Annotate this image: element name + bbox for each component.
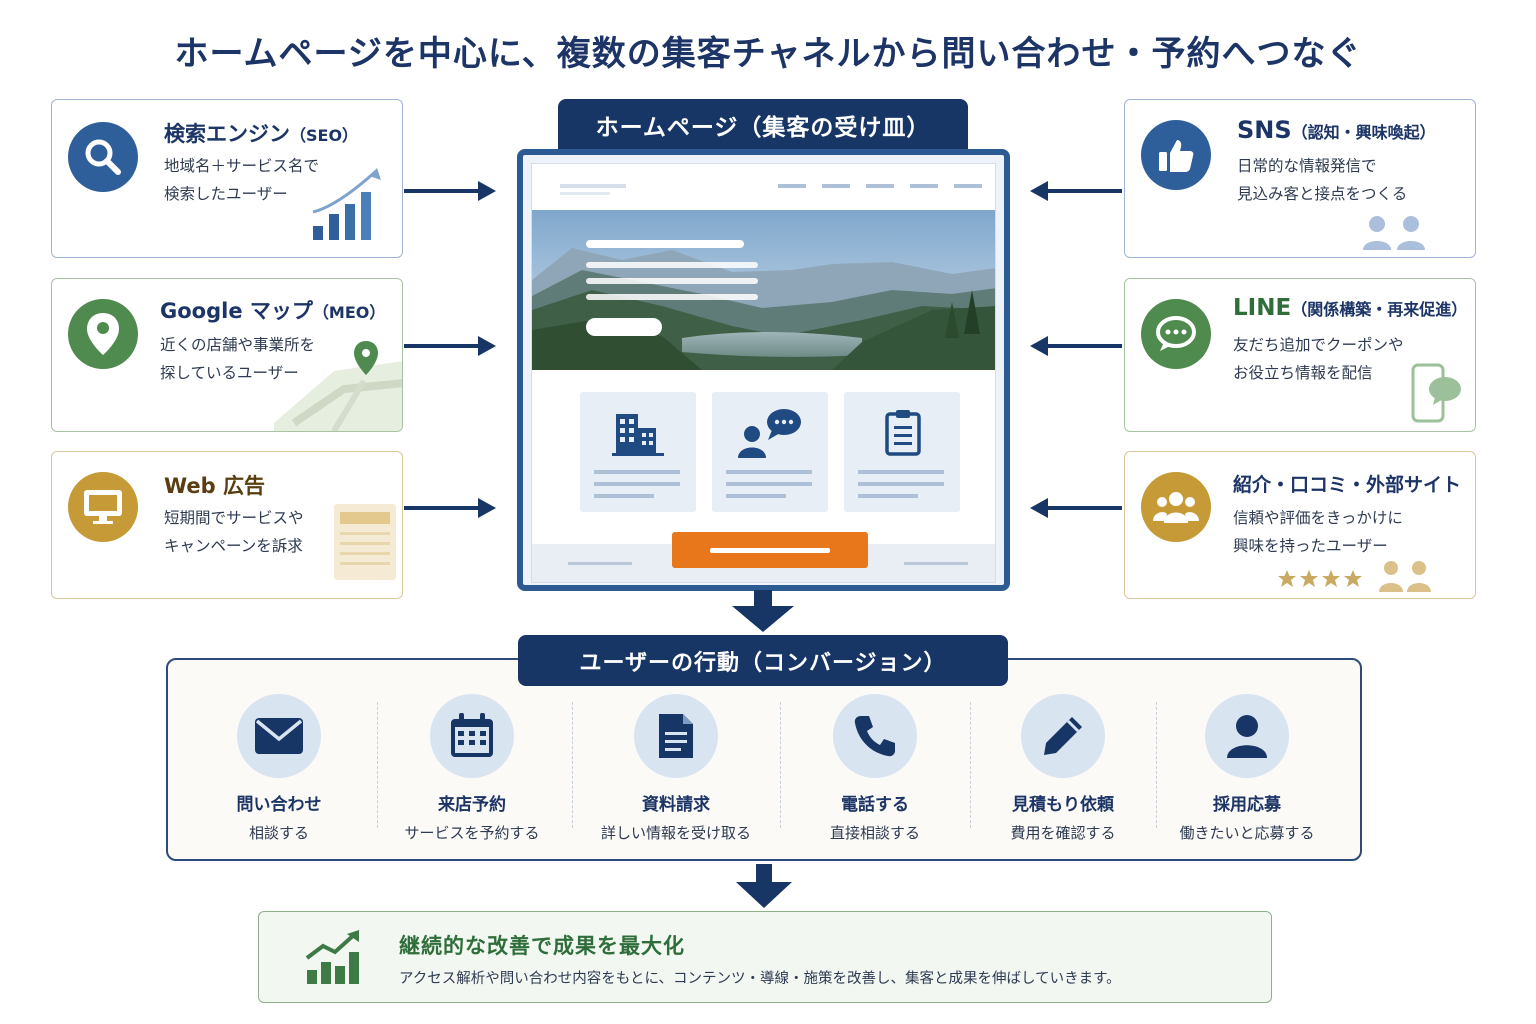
logo-placeholder <box>560 184 626 188</box>
channel-title: 紹介・口コミ・外部サイト <box>1233 474 1462 496</box>
arrow-right-icon <box>404 336 496 356</box>
channel-card-ads: Web 広告 短期間でサービスやキャンペーンを訴求 <box>51 451 403 599</box>
hero-text-placeholder <box>586 262 758 268</box>
channel-card-sns: SNS（認知・興味喚起） 日常的な情報発信で見込み客と接点をつくる <box>1124 99 1476 258</box>
action-estimate: 見積もり依頼 費用を確認する <box>963 694 1163 843</box>
divider <box>780 702 781 828</box>
improvement-desc: アクセス解析や問い合わせ内容をもとに、コンテンツ・導線・施策を改善し、集客と成果… <box>399 971 1121 987</box>
divider <box>970 702 971 828</box>
channel-desc: 友だち追加でクーポンやお役立ち情報を配信 <box>1233 336 1404 382</box>
channel-desc: 信頼や評価をきっかけに興味を持ったユーザー <box>1233 509 1403 555</box>
channel-card-seo: 検索エンジン（SEO） 地域名＋サービス名で検索したユーザー <box>51 99 403 258</box>
monitor-icon <box>68 472 138 542</box>
nav-links <box>778 184 984 188</box>
channel-desc: 近くの店舗や事業所を探しているユーザー <box>160 336 316 382</box>
rating-stars-icon <box>1278 570 1362 587</box>
bar-chart-icon <box>312 168 381 240</box>
hero-heading-placeholder <box>586 240 744 248</box>
map-icon <box>274 341 402 431</box>
feature-card <box>712 392 828 512</box>
action-document-request: 資料請求 詳しい情報を受け取る <box>576 694 776 843</box>
phone-icon <box>854 716 895 757</box>
action-phone: 電話する 直接相談する <box>775 694 975 843</box>
channel-card-meo: Google マップ（MEO） 近くの店舗や事業所を探しているユーザー <box>51 278 403 432</box>
channel-desc: 地域名＋サービス名で検索したユーザー <box>164 157 320 203</box>
channel-card-referral: 紹介・口コミ・外部サイト 信頼や評価をきっかけに興味を持ったユーザー <box>1124 451 1476 599</box>
divider <box>377 702 378 828</box>
search-icon <box>68 122 138 192</box>
channel-desc: 短期間でサービスやキャンペーンを訴求 <box>164 509 304 555</box>
divider <box>572 702 573 828</box>
growth-chart-icon <box>305 930 359 984</box>
channel-title: Google マップ（MEO） <box>160 299 386 323</box>
footer-link-placeholder <box>904 562 968 565</box>
logo-placeholder <box>560 192 610 195</box>
hero-button-placeholder <box>586 318 662 336</box>
clipboard-icon <box>885 410 921 456</box>
channel-card-line: LINE（関係構築・再来促進） 友だち追加でクーポンやお役立ち情報を配信 <box>1124 278 1476 432</box>
people-icon <box>1141 472 1211 542</box>
arrow-right-icon <box>404 181 496 201</box>
arrow-left-icon <box>1030 498 1122 518</box>
consultation-icon <box>738 409 801 458</box>
flyer-icon <box>334 504 396 580</box>
arrow-right-icon <box>404 498 496 518</box>
arrow-left-icon <box>1030 336 1122 356</box>
thumbs-up-icon <box>1141 120 1211 190</box>
map-pin-icon <box>68 299 138 369</box>
divider <box>1156 702 1157 828</box>
feature-card <box>580 392 696 512</box>
arrow-down-icon <box>732 590 794 632</box>
action-reservation: 来店予約 サービスを予約する <box>372 694 572 843</box>
pencil-icon <box>1044 717 1082 755</box>
users-icon <box>1379 561 1431 592</box>
users-icon <box>1363 216 1425 250</box>
chat-icon <box>1141 299 1211 369</box>
improvement-panel: 継続的な改善で成果を最大化 アクセス解析や問い合わせ内容をもとに、コンテンツ・導… <box>258 911 1272 1003</box>
conversion-label: ユーザーの行動（コンバージョン） <box>518 635 1008 686</box>
channel-desc: 日常的な情報発信で見込み客と接点をつくる <box>1237 157 1408 203</box>
channel-title: 検索エンジン（SEO） <box>164 122 359 146</box>
feature-card <box>844 392 960 512</box>
homepage-label: ホームページ（集客の受け皿） <box>558 99 968 151</box>
improvement-title: 継続的な改善で成果を最大化 <box>399 934 685 958</box>
channel-title: SNS（認知・興味喚起） <box>1237 116 1436 144</box>
cta-button <box>672 532 868 568</box>
footer-link-placeholder <box>568 562 632 565</box>
calendar-icon <box>451 713 493 757</box>
hero-landscape-image <box>532 210 995 370</box>
action-inquiry: 問い合わせ 相談する <box>179 694 379 843</box>
building-icon <box>612 414 664 456</box>
person-icon <box>1227 715 1267 758</box>
hero-text-placeholder <box>586 294 758 300</box>
action-recruit: 採用応募 働きたいと応募する <box>1147 694 1347 843</box>
page-title: ホームページを中心に、複数の集客チャネルから問い合わせ・予約へつなぐ <box>174 34 1362 74</box>
arrow-left-icon <box>1030 181 1122 201</box>
channel-title: LINE（関係構築・再来促進） <box>1233 295 1468 321</box>
document-icon <box>659 714 693 758</box>
mail-icon <box>255 718 303 754</box>
arrow-down-icon <box>736 864 792 908</box>
hero-text-placeholder <box>586 278 758 284</box>
smartphone-icon <box>1411 363 1461 423</box>
channel-title: Web 広告 <box>164 474 266 498</box>
homepage-mockup <box>517 149 1010 591</box>
